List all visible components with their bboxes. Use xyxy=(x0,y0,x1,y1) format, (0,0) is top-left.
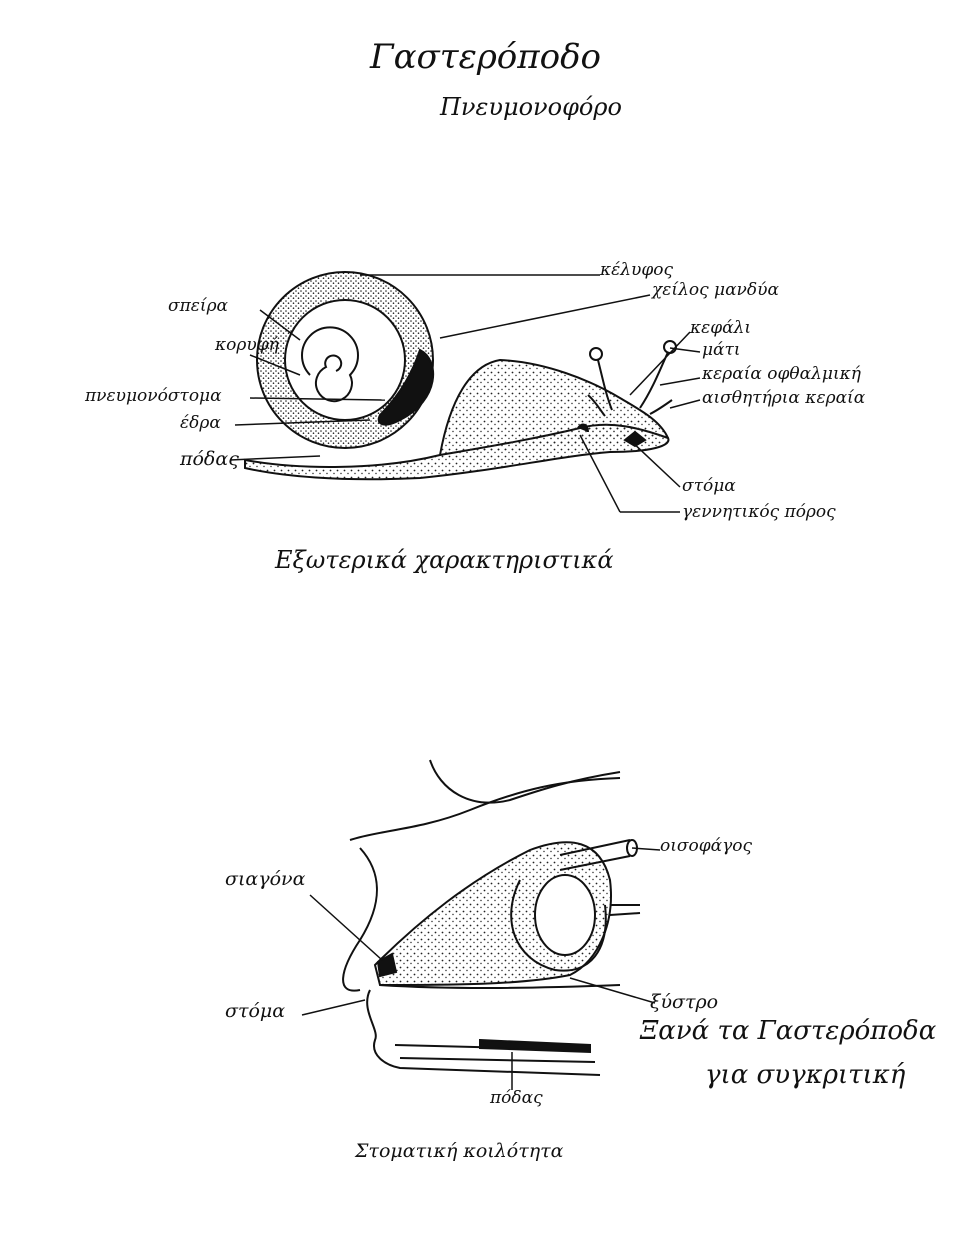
mouth-mark xyxy=(623,430,647,448)
handwritten-note-line1: Ξανά τα Γαστερόποδα xyxy=(640,1016,937,1046)
buccal-caption: Στοματική κοιλότητα xyxy=(355,1140,564,1162)
label-head: κεφάλι xyxy=(690,318,752,338)
snail-illustration xyxy=(244,271,677,481)
snail-neck xyxy=(439,358,669,456)
salivary-duct xyxy=(609,904,641,916)
label-buccal-mouth: στόμα xyxy=(225,1000,286,1022)
sensory-tentacle-left xyxy=(587,394,606,417)
external-leader-lines xyxy=(229,274,701,513)
page-title: Γαστερόποδο xyxy=(370,37,602,77)
label-buccal-foot: πόδας xyxy=(490,1088,543,1108)
eye-tentacle-left xyxy=(597,359,613,411)
label-radula: ξύστρο xyxy=(650,991,719,1013)
shell-whorl xyxy=(284,299,407,421)
radula-curve xyxy=(510,879,607,972)
label-genital-pore: γεννητικός πόρος xyxy=(682,502,836,522)
buccal-leader-lines xyxy=(301,847,661,1090)
eye-left xyxy=(589,347,603,361)
label-shell: κέλυφος xyxy=(600,260,674,280)
buccal-illustration xyxy=(342,759,641,1076)
label-eye: μάτι xyxy=(702,340,741,360)
page-subtitle: Πνευμονοφόρο xyxy=(440,93,622,121)
genital-pore-mark xyxy=(577,423,589,433)
mantle-lip xyxy=(377,348,434,426)
label-mouth: στόμα xyxy=(682,476,736,496)
body-outline-outer xyxy=(429,759,621,804)
jaw-shape xyxy=(376,952,398,978)
external-caption: Εξωτερικά χαρακτηριστικά xyxy=(275,546,614,574)
label-sensory-tentacle: αισθητήρια κεραία xyxy=(702,388,866,408)
esophagus-tube xyxy=(559,839,631,871)
body-outline xyxy=(349,777,621,841)
label-esophagus: οισοφάγος xyxy=(660,836,753,856)
sensory-tentacle-right xyxy=(649,399,673,415)
label-apex: κορυφή xyxy=(215,335,279,355)
eye-right xyxy=(663,340,677,354)
mouth-curve xyxy=(366,989,601,1076)
shell-spiral xyxy=(301,326,359,403)
floor-line xyxy=(379,984,621,990)
odontophore xyxy=(534,874,596,956)
label-eye-tentacle: κεραία οφθαλμική xyxy=(702,364,861,384)
inner-loop xyxy=(342,847,378,992)
label-pneumostome: πνευμονόστομα xyxy=(85,386,222,406)
label-foot: πόδας xyxy=(180,448,239,470)
handwritten-note-line2: για συγκριτική xyxy=(705,1060,906,1090)
label-jaw: σιαγόνα xyxy=(225,868,306,890)
label-seat: έδρα xyxy=(180,413,221,433)
foot-muscle xyxy=(479,1038,591,1054)
label-whorl: σπείρα xyxy=(168,296,229,316)
label-mantle-lip: χείλος μανδύα xyxy=(652,280,779,300)
